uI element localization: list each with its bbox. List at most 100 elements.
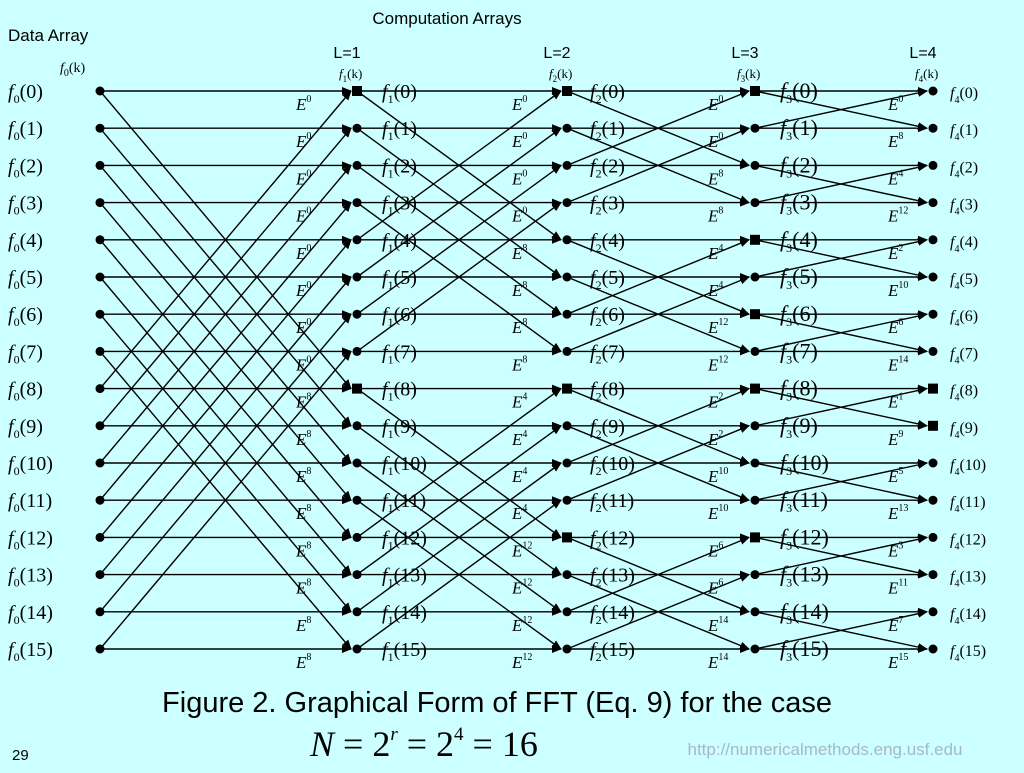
value-label: f3(12) [780,524,829,552]
cross-wire [566,536,750,613]
twiddle-factor: E0 [295,243,311,263]
value-label: f2(13) [590,565,635,590]
butterfly-node [750,644,760,654]
value-label: f2(11) [590,490,634,515]
twiddle-factor: E8 [295,466,311,486]
value-label: f1(1) [382,118,417,143]
butterfly-node [95,272,105,282]
twiddle-factor: E12 [887,206,908,226]
value-label: f4(0) [950,85,978,106]
twiddle-factor: E6 [887,317,903,337]
value-label: f3(9) [780,413,818,441]
twiddle-factor: E6 [707,578,723,598]
value-label: f0(7) [8,341,43,366]
value-label: f1(12) [382,527,427,552]
twiddle-factor: E4 [707,280,723,300]
cross-wire [754,237,928,278]
computation-arrays-title: Computation Arrays [372,9,521,28]
value-label: f1(11) [382,490,426,515]
butterfly-node [562,272,572,282]
twiddle-factor: E14 [887,354,908,374]
value-label: f2(9) [590,416,625,441]
cross-wire [99,90,352,390]
value-label: f0(11) [8,490,52,515]
butterfly-node [928,86,938,96]
value-label: f0(14) [8,602,53,627]
twiddle-factor: E8 [295,429,311,449]
cross-wire [356,425,562,576]
butterfly-node [352,607,362,617]
twiddle-factor: E1 [887,392,903,412]
cross-wire [754,312,928,353]
twiddle-factor: E13 [887,503,908,523]
value-label: f1(9) [382,416,417,441]
level-label: L=3 [731,45,758,62]
butterfly-wires [99,87,928,653]
twiddle-factor: E8 [707,168,723,188]
butterfly-node [95,86,105,96]
value-label: f2(6) [590,304,625,329]
value-label: f2(12) [590,527,635,552]
cross-wire [99,127,352,427]
twiddle-factor: E8 [887,131,903,151]
butterfly-node-square [750,86,760,96]
butterfly-node [562,570,572,580]
twiddle-factor: E12 [511,615,532,635]
value-label: f3(4) [780,227,818,255]
butterfly-node [95,235,105,245]
twiddle-factor: E10 [707,466,728,486]
value-label: f1(5) [382,267,417,292]
butterfly-node [562,160,572,170]
twiddle-factor: E12 [511,578,532,598]
twiddle-factor: E12 [511,540,532,560]
butterfly-node [95,309,105,319]
cross-wire [356,388,562,538]
twiddle-factor: E8 [295,503,311,523]
butterfly-node [95,123,105,133]
butterfly-node [928,272,938,282]
butterfly-node-square [562,532,572,543]
value-label: f1(3) [382,193,417,218]
value-label: f2(7) [590,341,625,366]
value-label: f2(10) [590,453,635,478]
butterfly-node [928,495,938,505]
value-label: f2(2) [590,155,625,180]
twiddle-factor: E0 [511,168,527,188]
butterfly-node [928,309,938,319]
cross-wire [99,350,352,650]
value-label: f4(5) [950,271,978,292]
butterfly-node [750,272,760,282]
value-label: f0(4) [8,230,43,255]
butterfly-node [928,235,938,245]
cross-wire [754,609,928,650]
butterfly-node [95,495,105,505]
butterfly-node-square [750,383,760,394]
value-label: f1(0) [382,81,417,106]
array-symbol: f2(k) [549,66,572,84]
butterfly-node [352,160,362,170]
value-label: f3(11) [780,487,828,515]
value-labels: f0(0)f0(1)f0(2)f0(3)f0(4)f0(5)f0(6)f0(7)… [8,78,986,664]
butterfly-node [562,458,572,468]
butterfly-node [562,123,572,133]
butterfly-node [750,570,760,580]
value-label: f3(8) [780,376,818,404]
butterfly-node [95,421,105,431]
butterfly-node [928,198,938,208]
twiddle-factor: E4 [511,466,527,486]
value-label: f3(3) [780,190,818,218]
value-label: f4(2) [950,159,978,180]
value-label: f0(10) [8,453,53,478]
value-label: f4(9) [950,420,978,441]
twiddle-factor: E14 [707,615,728,635]
cross-wire [356,202,562,352]
butterfly-node [95,607,105,617]
value-label: f4(15) [950,643,986,664]
butterfly-node [750,198,760,208]
value-label: f0(5) [8,267,43,292]
twiddle-factor: E8 [707,206,723,226]
value-label: f4(3) [950,197,978,218]
twiddle-factor-labels: E0E0E0E0E0E0E0E0E8E8E8E8E8E8E8E8E0E0E0E0… [295,94,908,672]
cross-wire [566,425,750,501]
